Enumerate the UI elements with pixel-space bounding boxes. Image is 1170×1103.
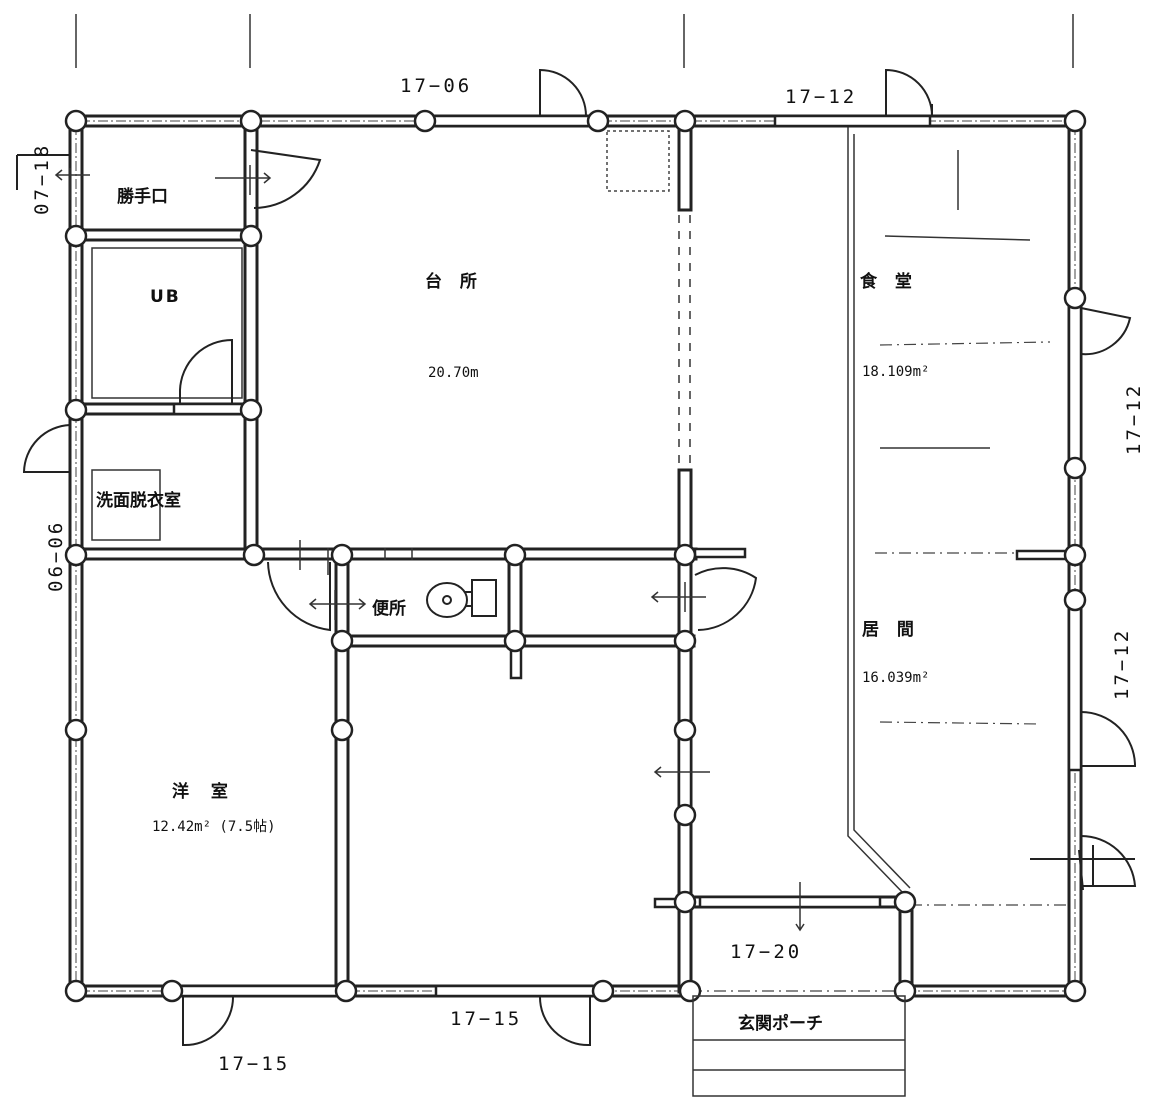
code-bottom-mid: 17−15 bbox=[450, 1008, 522, 1030]
living-boundary bbox=[847, 126, 1070, 906]
toilet-fixture bbox=[426, 579, 497, 618]
doors bbox=[16, 68, 1137, 1047]
code-inner-bottom: 17−20 bbox=[730, 941, 802, 963]
code-top-right: 17−12 bbox=[785, 86, 857, 108]
grid-ticks bbox=[75, 14, 1074, 68]
label-unit-bath: UB bbox=[150, 287, 181, 307]
code-right-bottom: 17−12 bbox=[1111, 628, 1133, 700]
code-right-top: 17−12 bbox=[1123, 383, 1145, 455]
label-entrance-porch: 玄関ポーチ bbox=[738, 1013, 823, 1034]
fixtures bbox=[91, 130, 670, 618]
label-dining: 食 堂 bbox=[860, 271, 918, 292]
interior-walls bbox=[74, 118, 914, 994]
label-kitchen-area: 20.70m bbox=[428, 365, 479, 381]
code-top-left: 17−06 bbox=[400, 75, 472, 97]
code-left-top: 07−18 bbox=[31, 143, 53, 215]
label-washroom: 洗面脱衣室 bbox=[96, 490, 181, 511]
label-dining-area: 18.109m² bbox=[862, 364, 929, 380]
label-kitchen: 台 所 bbox=[425, 271, 483, 292]
code-left-mid: 06−06 bbox=[45, 520, 67, 592]
label-western-room-area: 12.42m² (7.5帖) bbox=[152, 819, 276, 835]
label-living-area: 16.039m² bbox=[862, 670, 929, 686]
sliding-arrows bbox=[54, 165, 805, 932]
label-western-room: 洋 室 bbox=[172, 781, 236, 802]
entrance-porch-steps bbox=[692, 995, 906, 1097]
kitchen-fixture bbox=[606, 130, 670, 192]
label-living: 居 間 bbox=[862, 620, 920, 640]
code-bottom-left: 17−15 bbox=[218, 1053, 290, 1075]
label-toilet: 便所 bbox=[372, 598, 406, 619]
washbasin bbox=[91, 469, 161, 541]
label-service-entrance: 勝手口 bbox=[117, 186, 168, 207]
